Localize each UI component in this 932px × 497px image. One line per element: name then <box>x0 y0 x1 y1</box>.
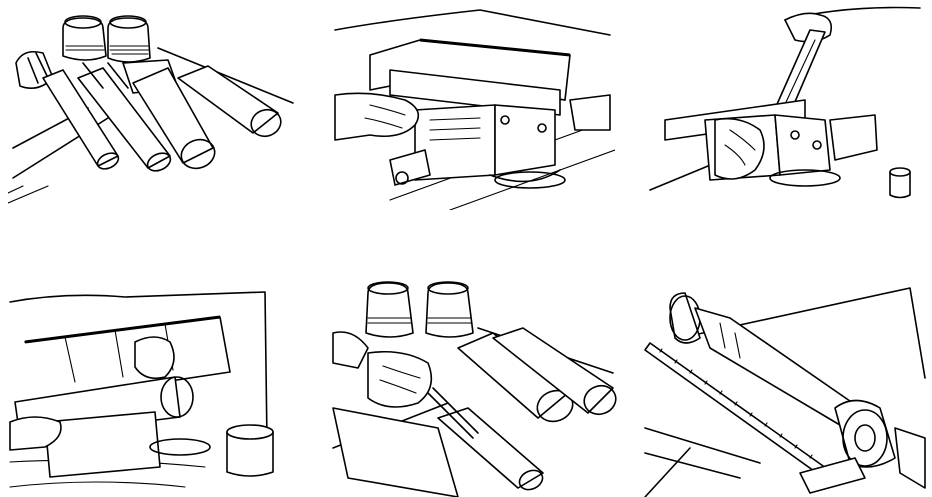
grease-can <box>890 168 910 198</box>
measuring-illustration <box>640 278 930 497</box>
panel-measuring-driveshaft <box>640 278 930 497</box>
deburring-illustration <box>328 278 618 497</box>
panel-driveshaft-halves <box>8 8 298 208</box>
tube-cap <box>227 425 273 476</box>
shield-cones <box>366 282 473 337</box>
filing-illustration <box>645 0 925 210</box>
panel-filing-tube <box>645 0 925 210</box>
bench-edge <box>335 10 610 35</box>
hand <box>368 352 431 407</box>
vise <box>415 105 565 188</box>
vise <box>45 412 160 477</box>
driveshaft-tubes <box>43 66 285 174</box>
driveshaft-halves-illustration <box>8 8 298 208</box>
tubes <box>438 328 618 493</box>
panel-sawing-tube <box>5 282 295 492</box>
right-hand <box>135 337 174 378</box>
guard-half <box>333 408 458 497</box>
panel-deburring-tube <box>328 278 618 497</box>
vise-clamping-illustration <box>330 0 615 210</box>
hand <box>335 93 418 140</box>
sawing-illustration <box>5 282 295 492</box>
panel-clamping-in-vise <box>330 0 615 210</box>
